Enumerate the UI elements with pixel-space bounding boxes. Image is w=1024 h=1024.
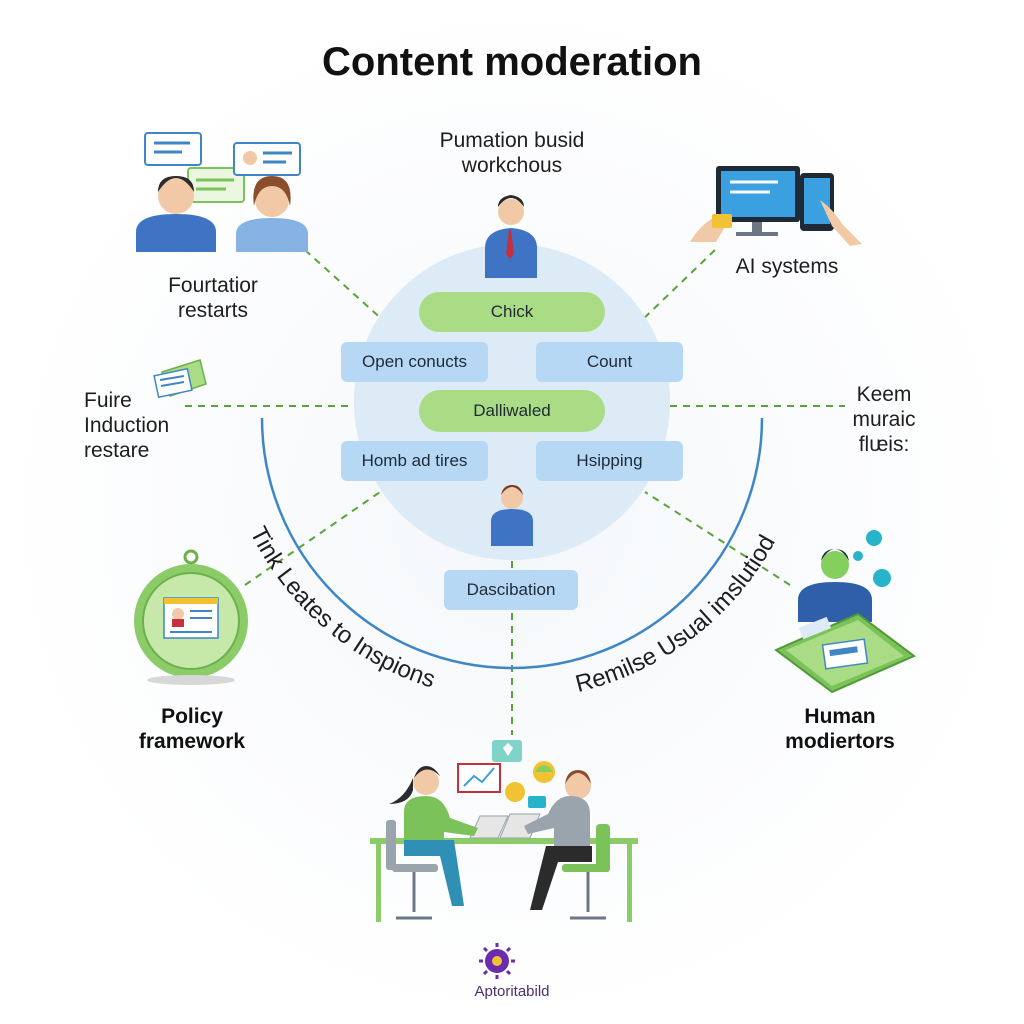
label-top-center-line-1: Pumation busid: [439, 129, 585, 152]
label-policy-framework: Policy framework: [112, 704, 272, 754]
label-top-left-line-1: Fourtatior: [168, 274, 258, 297]
connector-top-left: [304, 249, 386, 323]
arc-label-left: Tink Leates to Inspions: [245, 522, 439, 693]
dashed-connectors: [185, 249, 845, 735]
two-people-chat-icon: [136, 132, 308, 252]
label-top-center: Pumation busid workchous: [402, 128, 622, 178]
label-mid-left-line-3: restare: [84, 439, 150, 463]
person-top-icon: [485, 195, 537, 278]
label-human-moderators: Human modiertors: [762, 704, 918, 754]
team-at-desk-icon: [370, 740, 638, 922]
label-mid-left-line-1: Fuire: [84, 389, 132, 412]
page-title: Content moderation: [322, 40, 702, 84]
label-top-center-line-2: workchous: [461, 154, 563, 178]
label-mid-right-line-3: flᵫis:: [858, 433, 910, 457]
label-mid-right-line-1: Keem: [856, 383, 912, 406]
label-top-left: Fourtatior restarts: [120, 273, 306, 323]
arc-label-right: Remilse Usual imslutiod: [573, 531, 781, 698]
connector-bottom-left: [244, 491, 381, 586]
box-count: Count: [536, 342, 683, 382]
label-mid-right-line-2: muraic: [852, 408, 916, 432]
label-top-left-line-2: restarts: [177, 299, 248, 323]
label-mid-left: Fuire Induction restare: [84, 388, 194, 464]
label-human-moderators-line-2: modiertors: [785, 730, 895, 754]
ai-monitor-icon: [690, 166, 862, 246]
label-mid-left-line-2: Induction: [84, 414, 170, 438]
label-mid-right: Keem muraic flᵫis:: [838, 382, 930, 458]
box-dalliwaled: Dalliwaled: [419, 390, 605, 432]
outer-arc: [260, 417, 764, 670]
brand-logo-icon: [479, 943, 515, 979]
label-policy-framework-line-2: framework: [138, 730, 246, 754]
box-hsipping: Hsipping: [536, 441, 683, 481]
label-ai-systems: AI systems: [735, 255, 839, 278]
box-homb-ad-tires: Homb ad tires: [341, 441, 488, 481]
label-policy-framework-line-1: Policy: [161, 705, 223, 728]
human-moderator-icon: [774, 530, 916, 694]
label-human-moderators-line-1: Human: [804, 705, 876, 728]
box-dascibation: Dascibation: [444, 570, 578, 610]
person-center-icon: [491, 485, 533, 546]
document-icon: [153, 359, 207, 399]
connector-top-right: [639, 249, 716, 323]
box-chick: Chick: [419, 292, 605, 332]
policy-badge-icon: [134, 549, 248, 685]
box-open-conucts: Open conucts: [341, 342, 488, 382]
connector-bottom-right: [644, 491, 791, 586]
brand-name: Aptoritabild: [474, 983, 550, 1000]
